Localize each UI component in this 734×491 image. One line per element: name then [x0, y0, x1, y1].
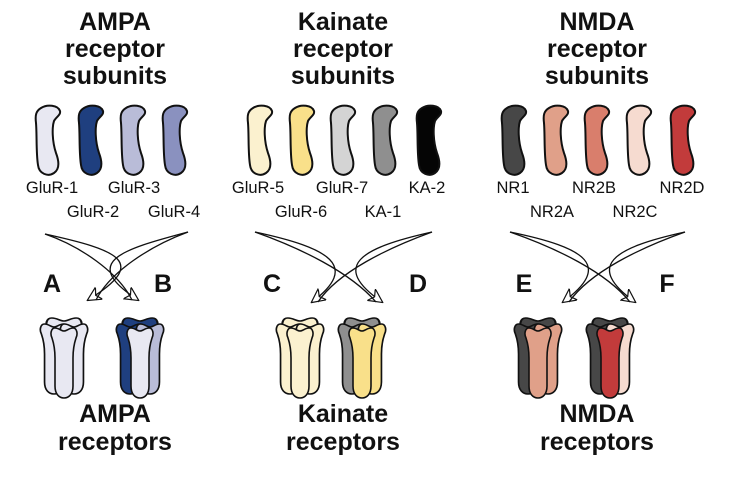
receptor-subunit-front: [348, 327, 376, 399]
subunit-label-glur-6: GluR-6: [275, 203, 327, 221]
kainate-receptor-homomer: [275, 317, 325, 399]
subunit-glur-4: [161, 104, 189, 176]
receptor-subunit-front: [596, 327, 624, 399]
ampa-receptors-label-line-1: AMPA: [79, 400, 151, 428]
subunit-glur-3: [119, 104, 147, 176]
subunit-ka-2: [415, 104, 443, 176]
receptor-letter-b: B: [154, 270, 172, 298]
nmda-receptor-homomer: [513, 317, 563, 399]
receptor-subunit-front: [524, 327, 552, 399]
subunit-nr2a: [542, 104, 570, 176]
nmda-assembly-arrows: [509, 231, 686, 302]
ampa-subunit-shapes: [34, 104, 189, 176]
kainate-subunit-shapes: [246, 104, 443, 176]
receptor-letter-c: C: [263, 270, 281, 298]
nmda-receptors-label-line-2: receptors: [540, 428, 654, 456]
subunit-label-ka-2: KA-2: [409, 179, 446, 197]
subunit-glur-1: [34, 104, 62, 176]
kainate-receptors-label-line-1: Kainate: [298, 400, 388, 428]
kainate-receptors-label-line-2: receptors: [286, 428, 400, 456]
kainate-assembly-arrows: [254, 231, 433, 302]
subunit-glur-5: [246, 104, 274, 176]
subunit-label-glur-1: GluR-1: [26, 179, 78, 197]
kainate-receptor-heteromer: [337, 317, 387, 399]
kainate-title-line-2: receptor: [293, 35, 393, 63]
ampa-receptor-homomer: [39, 317, 89, 399]
nmda-subunit-shapes: [500, 104, 697, 176]
subunit-label-nr2d: NR2D: [660, 179, 705, 197]
nmda-title-line-3: subunits: [545, 62, 649, 90]
nmda-receptors-label-line-1: NMDA: [560, 400, 635, 428]
receptor-subunit-front: [286, 327, 314, 399]
receptor-subunit-front: [126, 327, 154, 399]
subunit-label-nr1: NR1: [496, 179, 529, 197]
nmda-group: NMDA receptor subunits NR1 NR2A NR2B NR2…: [496, 8, 704, 456]
ampa-title-line-2: receptor: [65, 35, 165, 63]
subunit-ka-1: [371, 104, 399, 176]
nmda-title-line-1: NMDA: [560, 8, 635, 36]
subunit-nr2c: [625, 104, 653, 176]
subunit-label-nr2a: NR2A: [530, 203, 574, 221]
subunit-label-ka-1: KA-1: [365, 203, 402, 221]
subunit-nr1: [500, 104, 528, 176]
subunit-label-glur-5: GluR-5: [232, 179, 284, 197]
receptor-letter-e: E: [516, 270, 533, 298]
receptor-letter-a: A: [43, 270, 61, 298]
subunit-label-glur-7: GluR-7: [316, 179, 368, 197]
subunit-glur-2: [77, 104, 105, 176]
subunit-glur-7: [329, 104, 357, 176]
subunit-nr2d: [669, 104, 697, 176]
kainate-title-line-1: Kainate: [298, 8, 388, 36]
receptor-letter-d: D: [409, 270, 427, 298]
kainate-group: Kainate receptor subunits GluR-5 GluR-6 …: [232, 8, 445, 456]
receptor-subunit-front: [50, 327, 78, 399]
nmda-receptor-heteromer: [585, 317, 635, 399]
subunit-label-glur-2: GluR-2: [67, 203, 119, 221]
subunit-label-nr2c: NR2C: [613, 203, 658, 221]
subunit-label-glur-4: GluR-4: [148, 203, 200, 221]
kainate-title-line-3: subunits: [291, 62, 395, 90]
ampa-receptor-heteromer: [115, 317, 165, 399]
ampa-title-line-3: subunits: [63, 62, 167, 90]
ampa-assembly-arrows: [44, 231, 189, 300]
nmda-title-line-2: receptor: [547, 35, 647, 63]
subunit-glur-6: [288, 104, 316, 176]
subunit-nr2b: [583, 104, 611, 176]
receptor-letter-f: F: [659, 270, 674, 298]
ampa-receptors-label-line-2: receptors: [58, 428, 172, 456]
ampa-title-line-1: AMPA: [79, 8, 151, 36]
ampa-group: AMPA receptor subunits GluR-1 GluR-2 Glu…: [26, 8, 200, 456]
subunit-label-glur-3: GluR-3: [108, 179, 160, 197]
subunit-label-nr2b: NR2B: [572, 179, 616, 197]
